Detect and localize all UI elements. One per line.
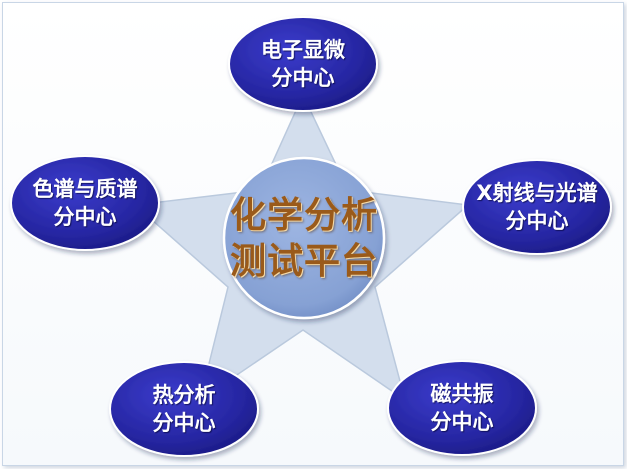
node-label-line1: 热分析 [152,383,216,407]
node-electron-microscopy [228,16,378,112]
node-label-electron-microscopy: 电子显微 分中心 [233,36,373,92]
node-chromatography-ms [10,155,160,251]
node-label-line1: 电子显微 [261,38,345,62]
center-label-line2: 测试平台 [229,241,378,282]
node-label-chromatography-ms: 色谱与质谱 分中心 [15,175,155,231]
node-label-thermal-analysis: 热分析 分中心 [114,381,254,437]
node-label-xray-spectroscopy: X射线与光谱 分中心 [467,179,607,235]
node-label-line2: 分中心 [505,209,569,233]
node-magnetic-resonance [387,360,537,456]
node-label-line2: 分中心 [430,410,494,434]
center-label: 化学分析 测试平台 [224,193,384,285]
node-label-line2: 分中心 [53,205,117,229]
node-label-line2: 分中心 [271,66,335,90]
node-label-line2: 分中心 [152,411,216,435]
node-label-line1: 色谱与质谱 [32,177,138,201]
node-xray-spectroscopy [462,159,612,255]
node-label-line1: 磁共振 [430,382,494,406]
node-label-magnetic-resonance: 磁共振 分中心 [392,380,532,436]
center-label-line1: 化学分析 [229,195,378,236]
node-label-line1: X射线与光谱 [476,181,598,205]
node-thermal-analysis [109,361,259,457]
center-node [222,156,386,320]
